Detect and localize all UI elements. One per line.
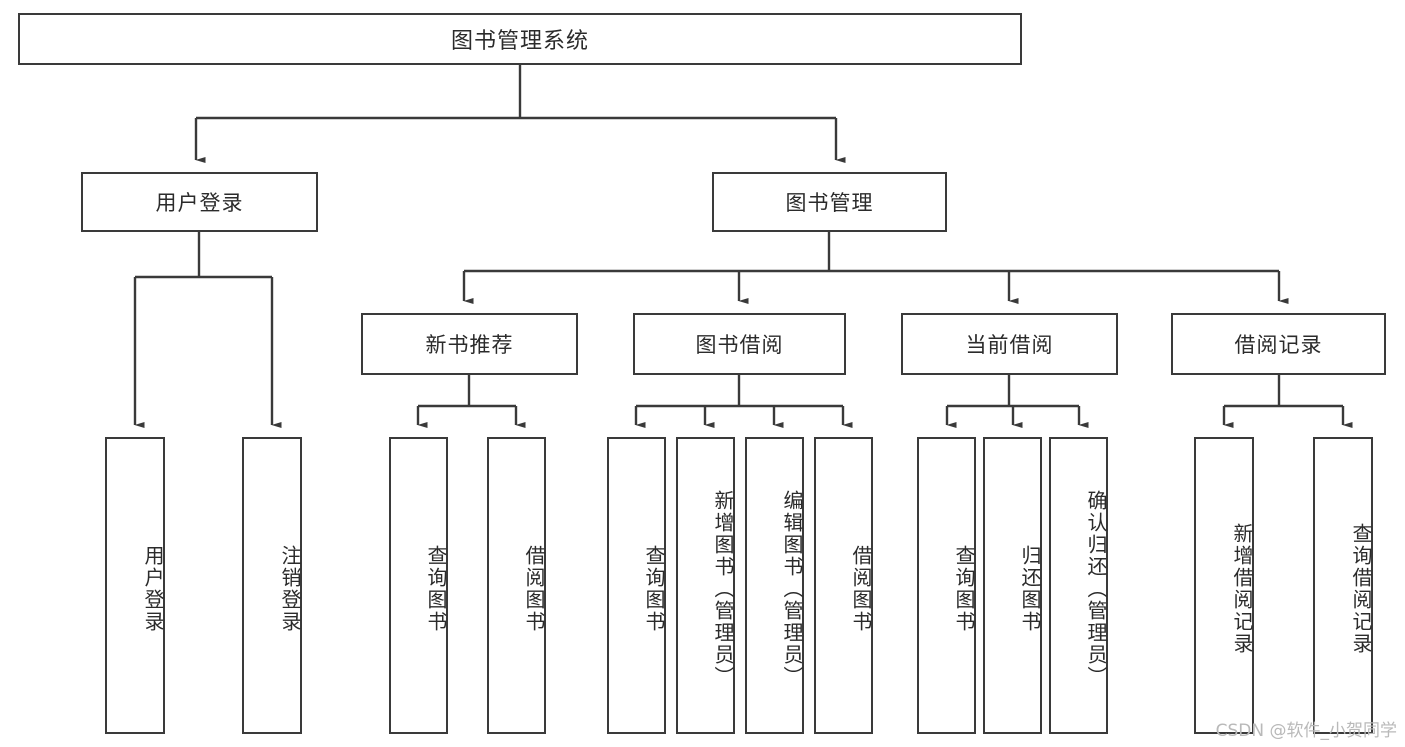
node-label: 确认归还（管理员）: [1084, 489, 1108, 688]
node-leaf-current-query-book[interactable]: 查询图书: [917, 437, 976, 734]
node-label: 当前借阅: [965, 333, 1054, 357]
node-leaf-current-return-book[interactable]: 归还图书: [983, 437, 1042, 734]
node-current-borrow[interactable]: 当前借阅: [901, 313, 1118, 375]
node-label: 新增借阅记录: [1230, 522, 1254, 655]
node-label: 查询图书: [642, 544, 666, 633]
node-label: 查询图书: [424, 544, 448, 633]
node-leaf-record-add-record[interactable]: 新增借阅记录: [1194, 437, 1254, 734]
watermark: CSDN @软件_小贺同学: [1215, 721, 1397, 741]
node-label: 归还图书: [1018, 544, 1042, 633]
node-leaf-user-login[interactable]: 用户登录: [105, 437, 165, 734]
node-leaf-recommend-borrow-book[interactable]: 借阅图书: [487, 437, 546, 734]
node-label: 查询借阅记录: [1349, 522, 1373, 655]
node-leaf-borrow-edit-book-admin[interactable]: 编辑图书（管理员）: [745, 437, 804, 734]
node-label: 图书管理系统: [450, 29, 589, 54]
node-leaf-record-query-record[interactable]: 查询借阅记录: [1313, 437, 1373, 734]
node-label: 图书借阅: [695, 333, 784, 357]
node-label: 借阅记录: [1234, 333, 1323, 357]
node-leaf-borrow-borrow-book[interactable]: 借阅图书: [814, 437, 873, 734]
node-book-management[interactable]: 图书管理: [712, 172, 947, 232]
node-book-borrow[interactable]: 图书借阅: [633, 313, 846, 375]
node-label: 查询图书: [952, 544, 976, 633]
node-leaf-borrow-add-book-admin[interactable]: 新增图书（管理员）: [676, 437, 735, 734]
node-leaf-recommend-query-book[interactable]: 查询图书: [389, 437, 448, 734]
node-leaf-user-logout[interactable]: 注销登录: [242, 437, 302, 734]
node-new-book-recommend[interactable]: 新书推荐: [361, 313, 578, 375]
node-label: 借阅图书: [522, 544, 546, 633]
node-leaf-current-confirm-return-admin[interactable]: 确认归还（管理员）: [1049, 437, 1108, 734]
node-root-system[interactable]: 图书管理系统: [18, 13, 1022, 65]
node-user-login[interactable]: 用户登录: [81, 172, 318, 232]
node-label: 用户登录: [155, 191, 244, 215]
node-label: 新书推荐: [425, 333, 514, 357]
node-label: 新增图书（管理员）: [711, 489, 735, 688]
node-label: 用户登录: [141, 544, 165, 633]
node-label: 图书管理: [785, 191, 874, 215]
node-label: 注销登录: [278, 544, 302, 633]
node-leaf-borrow-query-book[interactable]: 查询图书: [607, 437, 666, 734]
node-label: 编辑图书（管理员）: [780, 489, 804, 688]
node-borrow-record[interactable]: 借阅记录: [1171, 313, 1386, 375]
node-label: 借阅图书: [849, 544, 873, 633]
